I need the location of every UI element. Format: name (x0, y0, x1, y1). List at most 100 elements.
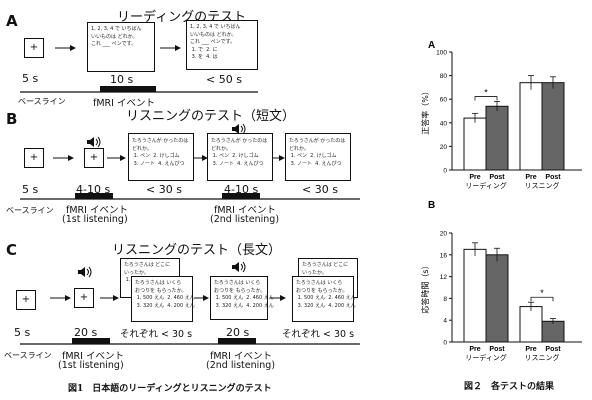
choice-text-1: たろうさんが かったのは どれか。 1. ペン 2. けしゴム 3. ノート 4… (132, 138, 189, 167)
y-tick-label: 80 (440, 73, 448, 80)
bar (519, 82, 543, 171)
time-c-2: 20 s (74, 326, 98, 339)
time-c-5: それぞれ < 30 s (282, 329, 355, 340)
bar-sub-label: Post (545, 174, 561, 181)
time-b-1: 5 s (22, 183, 39, 196)
event-label-a: fMRI イベント (93, 98, 155, 109)
event-label-c2: fMRI イベント (210, 351, 272, 362)
baseline-label-a: ベースライン (18, 97, 66, 106)
bar-sub-label: Pre (469, 346, 480, 353)
time-a-1: 5 s (22, 72, 39, 85)
y-tick-label: 8 (443, 296, 447, 303)
bar (541, 82, 565, 171)
fixation-box: + (24, 38, 44, 58)
bar-sub-label: Post (545, 346, 561, 353)
time-b-3: < 30 s (146, 183, 182, 196)
choice-screen-1: たろうさんが かったのは どれか。 1. ペン 2. けしゴム 3. ノート 4… (128, 133, 194, 181)
time-c-1: 5 s (14, 326, 31, 339)
bar (485, 105, 509, 171)
y-axis-label: 正答率（%） (420, 87, 430, 135)
event-label-b1: fMRI イベント (66, 205, 128, 216)
bar (541, 320, 565, 343)
speaker-icon (232, 261, 246, 273)
front-text-2: たろうさんは いくら おつりを もらったか。 1. 500 えん 2. 460 … (214, 280, 274, 309)
figure2-caption: 図２ 各テストの結果 (464, 382, 555, 392)
y-tick-label: 100 (436, 50, 447, 57)
time-c-4: 20 s (226, 326, 250, 339)
category-label: リーディング (465, 181, 507, 190)
listening-fixation-box: + (84, 148, 104, 168)
question-screen-front-2: たろうさんは いくら おつりを もらったか。 1. 500 えん 2. 460 … (292, 276, 356, 322)
significance-bracket (530, 296, 554, 302)
y-tick-label: 0 (443, 168, 447, 175)
bar-sub-label: Post (489, 346, 505, 353)
bar (463, 248, 487, 343)
panel-letter-c: C (6, 241, 18, 259)
y-tick-label: 20 (440, 231, 448, 238)
category-label: リーディング (465, 353, 507, 362)
front-text-1: たろうさんは いくら おつりを もらったか。 1. 500 えん 2. 460 … (135, 280, 195, 309)
listening-screen-c2: たろうさんは いくら おつりを もらったか。 1. 500 えん 2. 460 … (210, 276, 274, 320)
significance-bracket (474, 96, 498, 101)
front-text-3: たろうさんは いくら おつりを もらったか。 1. 500 えん 2. 460 … (296, 280, 356, 309)
bar (463, 117, 487, 171)
time-a-2: 10 s (110, 73, 134, 86)
chart-panel-letter: B (428, 200, 435, 211)
back-text-1: たろうさんは どこに いったか。 1. (124, 262, 171, 283)
y-tick-label: 60 (440, 97, 448, 104)
baseline-label-b: ベースライン (6, 206, 54, 215)
speaker-icon (87, 136, 101, 148)
listening-fixation-box: + (74, 288, 94, 308)
choice-text-3: たろうさんが かったのは どれか。 1. ペン 2. けしゴム 3. ノート 4… (289, 138, 346, 167)
time-b-4: 4-10 s (224, 183, 259, 196)
bar-sub-label: Pre (525, 174, 536, 181)
panel-letter-a: A (6, 12, 18, 30)
significance-star: * (484, 88, 488, 98)
choice-screen-2: たろうさんが かったのは どれか。 1. ペン 2. けしゴム 3. ノート 4… (285, 133, 351, 181)
figure1-caption: 図1 日本語のリーディングとリスニングのテスト (68, 384, 272, 394)
y-tick-label: 12 (440, 274, 448, 281)
event-bar-a (100, 86, 156, 92)
event-sub-c1: (1st listening) (58, 360, 124, 371)
time-b-5: < 30 s (302, 183, 338, 196)
event-label-c1: fMRI イベント (62, 351, 124, 362)
event-bar-c2 (218, 338, 256, 344)
panel-b-title: リスニングのテスト（短文） (126, 109, 296, 124)
panel-c-title: リスニングのテスト（長文） (112, 243, 282, 258)
category-label: リスニング (525, 181, 560, 190)
event-bar-b1 (75, 193, 113, 199)
bar (519, 306, 543, 343)
bar (485, 254, 509, 343)
time-c-3: それぞれ < 30 s (120, 329, 193, 340)
time-a-3: < 50 s (206, 73, 242, 86)
choice-text-2: たろうさんが かったのは どれか。 1. ペン 2. けしゴム 3. ノート 4… (211, 138, 268, 167)
y-tick-label: 20 (440, 144, 448, 151)
panel-letter-b: B (6, 110, 18, 128)
bar-sub-label: Pre (469, 174, 480, 181)
event-label-b2: fMRI イベント (214, 205, 276, 216)
fixation-box: + (24, 148, 44, 168)
listening-screen-2: たろうさんが かったのは どれか。 1. ペン 2. けしゴム 3. ノート 4… (207, 133, 273, 181)
y-tick-label: 16 (440, 252, 448, 259)
event-bar-c1 (72, 338, 110, 344)
answer-screen: 1, 2, 3, 4 で いちばん いいものは どれか。 これ ___ ぺンです… (186, 20, 258, 70)
speaker-icon (78, 266, 92, 278)
y-tick-label: 0 (443, 340, 447, 347)
event-sub-b2: (2nd listening) (210, 214, 280, 225)
y-tick-label: 40 (440, 120, 448, 127)
bar-sub-label: Post (489, 174, 505, 181)
time-b-2: 4-10 s (76, 183, 111, 196)
question-text: 1, 2, 3, 4 で いちばん いいものは どれか。 これ ___ ぺンです… (91, 26, 142, 47)
event-bar-b2 (222, 193, 260, 199)
bar-sub-label: Pre (525, 346, 536, 353)
event-sub-b1: (1st listening) (62, 214, 128, 225)
y-tick-label: 4 (443, 318, 447, 325)
significance-star: * (540, 288, 544, 298)
fixation-box: + (16, 290, 36, 310)
answer-text: 1, 2, 3, 4 で いちばん いいものは どれか。 これ ___ ぺンです… (190, 24, 241, 60)
category-label: リスニング (525, 353, 560, 362)
chart-panel-letter: A (428, 40, 435, 51)
baseline-label-c: ベースライン (4, 351, 52, 360)
